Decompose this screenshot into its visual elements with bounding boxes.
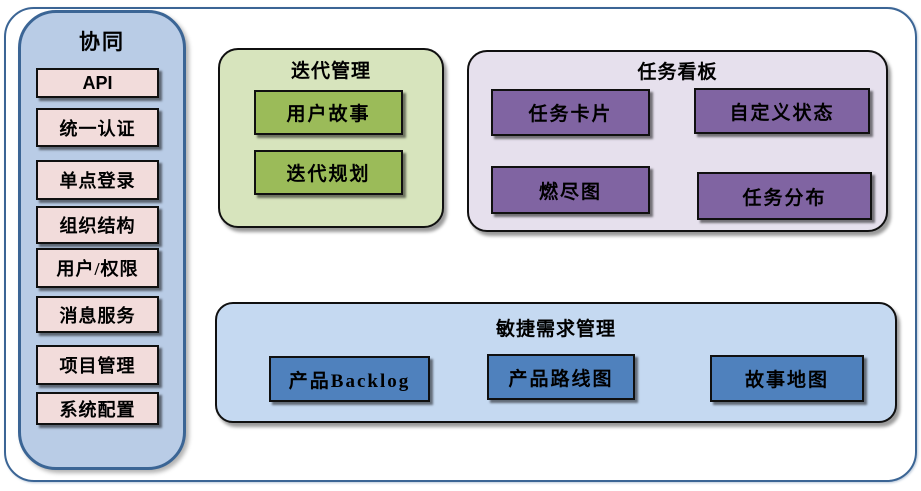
sidebar-item-label: 项目管理 (59, 356, 136, 376)
sidebar-item-api: API (36, 68, 159, 98)
agile-requirements-panel: 敏捷需求管理 产品Backlog 产品路线图 故事地图 (215, 302, 897, 423)
box-label: 用户故事 (286, 104, 371, 125)
task-kanban-title: 任务看板 (637, 62, 718, 83)
sidebar-item-label: 单点登录 (59, 171, 136, 191)
user-story-box: 用户故事 (254, 90, 403, 135)
box-label: 迭代规划 (286, 164, 371, 185)
task-distribution-box: 任务分布 (697, 172, 872, 220)
story-map-box: 故事地图 (710, 355, 864, 402)
sidebar-item-user-permissions: 用户/权限 (36, 248, 159, 288)
sidebar-item-system-config: 系统配置 (36, 392, 159, 425)
box-label: 任务分布 (742, 187, 827, 209)
agile-requirements-title: 敏捷需求管理 (495, 319, 616, 340)
sidebar-item-label: 系统配置 (59, 399, 136, 420)
sidebar-item-unified-auth: 统一认证 (36, 108, 159, 147)
sidebar-item-label: 组织结构 (59, 216, 136, 236)
collaboration-panel-title: 协同 (79, 31, 125, 54)
box-label: 任务卡片 (528, 104, 613, 125)
box-label: 故事地图 (744, 370, 829, 391)
box-label: 自定义状态 (729, 102, 835, 124)
sidebar-item-label: API (82, 72, 113, 93)
sidebar-item-project-management: 项目管理 (36, 345, 159, 385)
sidebar-item-label: 统一认证 (59, 118, 136, 139)
burndown-chart-box: 燃尽图 (491, 166, 650, 214)
box-label: 产品路线图 (508, 368, 614, 390)
box-label: 产品Backlog (288, 370, 411, 392)
task-kanban-panel: 任务看板 任务卡片 自定义状态 燃尽图 任务分布 (467, 50, 888, 232)
product-backlog-box: 产品Backlog (269, 356, 430, 402)
collaboration-panel: 协同 API 统一认证 单点登录 组织结构 用户/权限 消息服务 项目管理 系统… (18, 10, 186, 470)
iteration-planning-box: 迭代规划 (254, 150, 403, 195)
iteration-management-title: 迭代管理 (290, 61, 371, 82)
sidebar-item-label: 用户/权限 (56, 259, 139, 279)
custom-status-box: 自定义状态 (694, 88, 870, 134)
sidebar-item-label: 消息服务 (59, 305, 136, 326)
sidebar-item-message-service: 消息服务 (36, 296, 159, 333)
task-card-box: 任务卡片 (491, 89, 650, 136)
outer-frame (4, 7, 917, 482)
iteration-management-panel: 迭代管理 用户故事 迭代规划 (218, 48, 444, 228)
sidebar-item-sso: 单点登录 (36, 160, 159, 200)
sidebar-item-org-structure: 组织结构 (36, 206, 159, 244)
box-label: 燃尽图 (538, 181, 602, 203)
product-roadmap-box: 产品路线图 (487, 354, 635, 400)
